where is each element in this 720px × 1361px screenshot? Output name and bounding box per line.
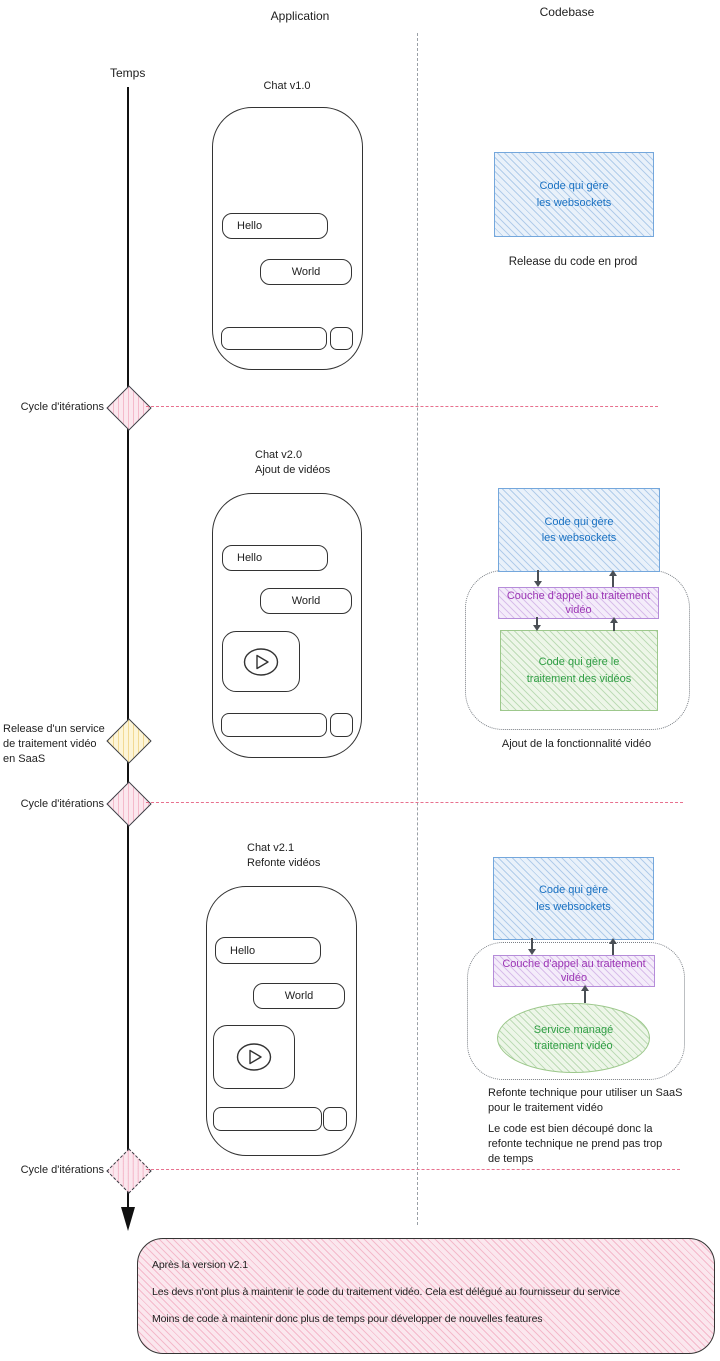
milestone-diamond-cycle-1	[106, 385, 152, 431]
caption-ajout-fonctionnalite-video: Ajout de la fonctionnalité vidéo	[501, 738, 652, 750]
milestone-label-cycle-2: Cycle d'itérations	[20, 798, 104, 810]
message-text: World	[284, 990, 314, 1002]
phone2-title: Chat v2.0 Ajout de vidéos	[255, 449, 331, 476]
arrow-up-icon	[612, 576, 614, 587]
iteration-dashed-line-3	[146, 1169, 680, 1170]
phone2-message-input	[221, 713, 327, 737]
caption-code-decoupe: Le code est bien découpé donc la refonte…	[488, 1123, 663, 1165]
phone3-send-button	[323, 1107, 347, 1131]
arrow-down-icon	[528, 949, 536, 955]
milestone-diamond-cycle-2	[106, 781, 152, 827]
message-text: World	[291, 595, 321, 607]
caption-refonte-technique: Refonte technique pour utiliser un SaaS …	[488, 1087, 683, 1114]
iteration-dashed-line-1	[146, 406, 658, 407]
phone3-message-input	[213, 1107, 322, 1131]
milestone-label-release-saas: Release d'un service de traitement vidéo…	[3, 723, 105, 765]
summary-note-box: Après la version v2.1 Les devs n'ont plu…	[137, 1238, 715, 1354]
arrow-up-icon	[613, 623, 615, 631]
time-axis-arrowhead-icon	[121, 1207, 135, 1231]
phone2-send-button	[330, 713, 353, 737]
phone3-title: Chat v2.1 Refonte vidéos	[247, 842, 321, 869]
milestone-label-cycle-3: Cycle d'itérations	[20, 1164, 104, 1176]
arrow-down-icon	[531, 938, 533, 949]
column-divider-dashed-line	[417, 33, 418, 1225]
phone2-message-bubble-hello: Hello	[222, 545, 328, 571]
phone1-title: Chat v1.0	[263, 80, 311, 92]
note-line-devs: Les devs n'ont plus à maintenir le code …	[152, 1286, 620, 1298]
play-icon	[243, 647, 279, 676]
call-layer-box-v2: Couche d'appel au traitement vidéo	[498, 587, 659, 619]
arrow-down-icon	[537, 570, 539, 581]
play-icon	[236, 1043, 272, 1071]
note-line-features: Moins de code à maintenir donc plus de t…	[152, 1313, 543, 1325]
phone2-message-bubble-world: World	[260, 588, 352, 614]
websockets-code-box-v1: Code qui gère les websockets	[494, 152, 654, 237]
message-text: Hello	[230, 944, 256, 957]
message-text: Hello	[237, 220, 263, 232]
phone3-message-bubble-hello: Hello	[215, 937, 321, 964]
phone1-send-button	[330, 327, 353, 350]
websockets-code-box-v2: Code qui gère les websockets	[498, 488, 660, 572]
phone2-video-thumbnail	[222, 631, 300, 692]
call-layer-box-v3: Couche d'appel au traitement vidéo	[493, 955, 655, 987]
column-header-application: Application	[270, 9, 330, 23]
milestone-diamond-cycle-3	[106, 1148, 152, 1194]
arrow-up-icon	[612, 944, 614, 955]
arrow-up-icon	[584, 991, 586, 1003]
arrow-up-icon	[581, 985, 589, 991]
phone1-message-bubble-hello: Hello	[222, 213, 328, 239]
milestone-label-cycle-1: Cycle d'itérations	[20, 401, 104, 413]
arrow-down-icon	[534, 581, 542, 587]
arrow-down-icon	[536, 617, 538, 625]
caption-release-prod: Release du code en prod	[508, 256, 638, 268]
phone1-message-input	[221, 327, 327, 350]
arrow-up-icon	[610, 617, 618, 623]
video-module-group-outline-v3	[467, 942, 685, 1080]
arrow-up-icon	[609, 570, 617, 576]
message-text: World	[291, 266, 321, 278]
iteration-dashed-line-2	[146, 802, 683, 803]
managed-service-ellipse-v3: Service managé traitement vidéo	[497, 1003, 650, 1073]
column-header-codebase: Codebase	[539, 5, 595, 19]
websockets-code-box-v3: Code qui gère les websockets	[493, 857, 654, 940]
arrow-down-icon	[533, 625, 541, 631]
arrow-up-icon	[609, 938, 617, 944]
phone3-message-bubble-world: World	[253, 983, 345, 1009]
phone1-message-bubble-world: World	[260, 259, 352, 285]
video-code-box-v2: Code qui gère le traitement des vidéos	[500, 630, 658, 711]
phone3-video-thumbnail	[213, 1025, 295, 1089]
note-line-version: Après la version v2.1	[152, 1259, 248, 1271]
time-axis-line	[127, 87, 130, 1207]
milestone-diamond-release-saas	[106, 718, 152, 764]
message-text: Hello	[237, 552, 263, 564]
time-axis-label: Temps	[110, 66, 146, 80]
